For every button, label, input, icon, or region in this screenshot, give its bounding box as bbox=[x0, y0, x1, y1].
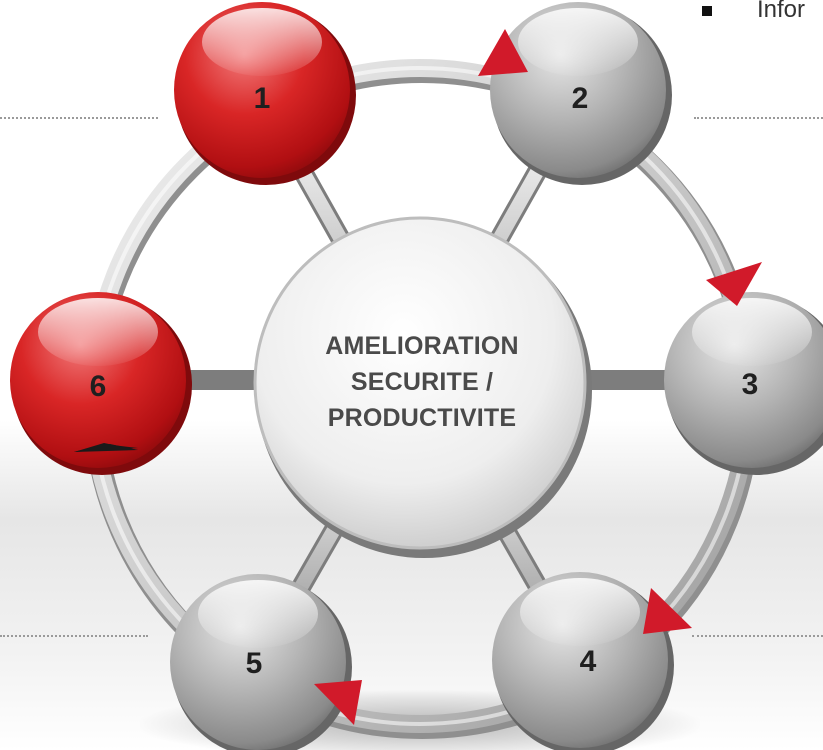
node-3-number: 3 bbox=[741, 368, 759, 401]
arrow-3-to-4-icon bbox=[643, 588, 692, 634]
arrow-5-to-6-icon bbox=[74, 443, 138, 452]
node-3-ball bbox=[664, 292, 823, 475]
node-4-number: 4 bbox=[579, 645, 597, 678]
node-1-number: 1 bbox=[253, 82, 271, 115]
node-6-ball bbox=[10, 292, 192, 475]
dotted-line-right-bottom bbox=[692, 635, 823, 637]
dotted-line-right-top bbox=[694, 117, 823, 119]
arrow-1-to-2-icon bbox=[478, 29, 528, 76]
center-circle bbox=[253, 216, 587, 550]
dotted-line-left-bottom bbox=[0, 635, 148, 637]
header-text: Infor bbox=[757, 0, 806, 23]
center-line-1: AMELIORATION bbox=[325, 332, 519, 360]
arrow-2-to-3-icon bbox=[706, 262, 762, 306]
node-2-ball bbox=[490, 2, 672, 185]
arrow-4-to-5-icon bbox=[314, 680, 362, 725]
center-line-2: SECURITE / bbox=[350, 368, 494, 396]
node-5-number: 5 bbox=[245, 647, 263, 680]
center-line-3: PRODUCTIVITE bbox=[327, 404, 517, 432]
dotted-line-left-top bbox=[0, 117, 158, 119]
node-1-ball bbox=[174, 2, 356, 185]
bullet-square-icon bbox=[702, 6, 712, 16]
node-4-ball bbox=[492, 572, 674, 750]
node-6-number: 6 bbox=[89, 370, 107, 403]
node-5-ball bbox=[170, 574, 352, 750]
node-2-number: 2 bbox=[571, 82, 589, 115]
center-label: AMELIORATION SECURITE / PRODUCTIVITE bbox=[258, 298, 586, 466]
